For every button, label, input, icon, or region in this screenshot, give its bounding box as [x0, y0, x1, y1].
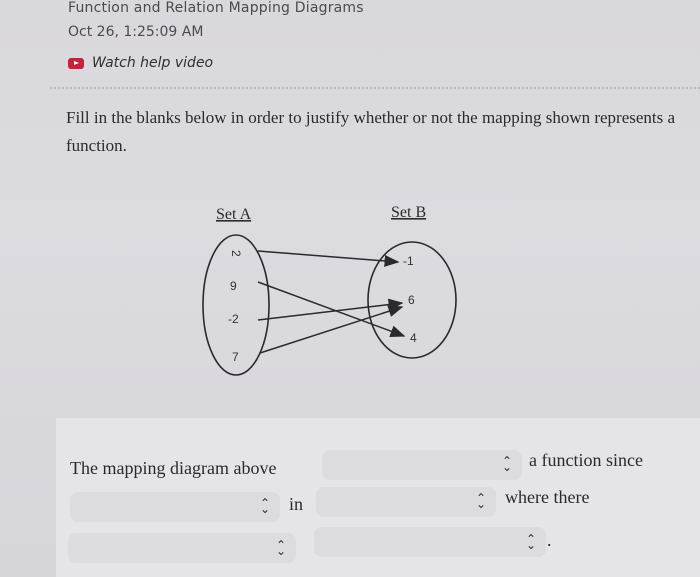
- set-a-item: 9: [230, 279, 237, 293]
- set-b-label: Set B: [391, 204, 426, 221]
- watch-help-link[interactable]: Watch help video: [68, 55, 213, 71]
- updown-chevron-icon: ⌃⌄: [475, 491, 486, 511]
- answer-lead-text: The mapping diagram above: [70, 458, 277, 478]
- set-b-item: -1: [403, 254, 414, 268]
- set-b-oval: [367, 241, 457, 359]
- set-a-item: -2: [228, 312, 239, 326]
- header-timestamp: Oct 26, 1:25:09 AM: [68, 24, 204, 40]
- set-b-item: 6: [408, 293, 415, 307]
- mapping-arrow: [257, 250, 400, 267]
- mapping-arrow: [257, 298, 404, 321]
- mapping-diagram: Set A Set B 2 9 -2 7 -1 6 4: [202, 204, 457, 376]
- mapping-arrow: [259, 305, 404, 354]
- play-icon: [68, 57, 84, 69]
- header-title: Function and Relation Mapping Diagrams: [68, 0, 364, 16]
- set-a-label: Set A: [216, 206, 252, 223]
- dropdown-set[interactable]: ⌃⌄: [316, 487, 496, 517]
- after-dropdown-1-text: a function since: [529, 450, 643, 470]
- after-dropdown-3-text: where there: [505, 487, 590, 507]
- question-prompt: Fill in the blanks below in order to jus…: [66, 108, 676, 155]
- updown-chevron-icon: ⌃⌄: [525, 532, 536, 552]
- end-period: .: [547, 530, 552, 550]
- watch-help-label: Watch help video: [92, 55, 214, 71]
- dropdown-reason[interactable]: ⌃⌄: [70, 492, 280, 522]
- set-a-item: 7: [232, 350, 239, 364]
- updown-chevron-icon: ⌃⌄: [501, 454, 512, 474]
- dropdown-element[interactable]: ⌃⌄: [314, 527, 546, 557]
- dropdown-count[interactable]: ⌃⌄: [68, 533, 296, 563]
- updown-chevron-icon: ⌃⌄: [259, 496, 270, 516]
- mapping-arrow: [257, 281, 406, 337]
- set-a-item: 2: [229, 250, 243, 257]
- after-dropdown-2-text: in: [289, 494, 304, 514]
- dropdown-function[interactable]: ⌃⌄: [322, 450, 522, 480]
- set-b-item: 4: [410, 331, 417, 345]
- set-a-oval: [202, 234, 270, 376]
- updown-chevron-icon: ⌃⌄: [275, 538, 286, 558]
- divider: [50, 87, 700, 89]
